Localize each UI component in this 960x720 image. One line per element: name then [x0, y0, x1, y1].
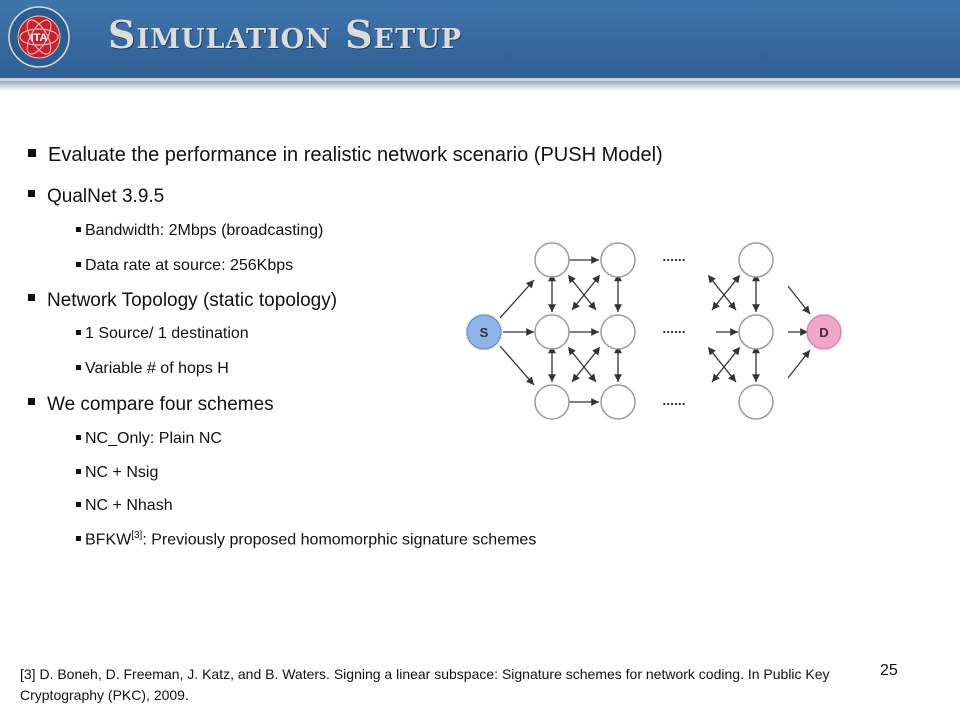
ellipsis-label: ...... [662, 392, 685, 408]
destination-label: D [819, 325, 828, 340]
square-bullet-icon [76, 536, 81, 542]
network-node [738, 384, 774, 420]
bullet-item: Data rate at source: 256Kbps [76, 257, 293, 275]
bullet-item: NC_Only: Plain NC [76, 430, 222, 448]
bullet-item: Variable # of hops H [76, 360, 229, 378]
bullet-item: Bandwidth: 2Mbps (broadcasting) [76, 222, 323, 240]
square-bullet-icon [76, 227, 81, 232]
square-bullet-icon [76, 502, 81, 507]
square-bullet-icon [76, 262, 81, 267]
network-node [600, 384, 636, 420]
bullet-item: Evaluate the performance in realistic ne… [28, 144, 663, 167]
title-bar-shadow [0, 81, 960, 91]
source-node [466, 314, 502, 350]
bullet-item: Network Topology (static topology) [28, 290, 337, 312]
bullet-item: 1 Source/ 1 destination [76, 325, 249, 343]
network-node [534, 314, 570, 350]
source-label: S [480, 325, 489, 340]
square-bullet-icon [28, 149, 36, 157]
title-bar: ITA Simulation Setup [0, 0, 960, 81]
ita-logo-icon: ITA [8, 6, 70, 68]
ellipsis-label: ...... [662, 248, 685, 264]
bullet-item: BFKW[3]: Previously proposed homomorphic… [76, 530, 536, 549]
square-bullet-icon [76, 469, 81, 474]
svg-text:ITA: ITA [31, 32, 48, 44]
bullet-item: We compare four schemes [28, 394, 274, 416]
bullet-item: QualNet 3.9.5 [28, 186, 164, 208]
bullet-item: NC + Nsig [76, 464, 158, 482]
network-node [534, 242, 570, 278]
destination-diagram: D [788, 285, 842, 379]
topology-edges [499, 256, 760, 406]
square-bullet-icon [76, 330, 81, 335]
page-number: 25 [880, 662, 898, 679]
square-bullet-icon [28, 190, 35, 198]
slide-title: Simulation Setup [108, 12, 463, 57]
network-node [738, 314, 774, 350]
bullet-item: NC + Nhash [76, 497, 173, 515]
footnote-reference: [3] D. Boneh, D. Freeman, J. Katz, and B… [20, 666, 830, 703]
square-bullet-icon [28, 398, 35, 406]
destination-node [806, 314, 842, 350]
network-topology-diagram: S ...... ...... ...... [466, 242, 774, 420]
square-bullet-icon [76, 365, 81, 370]
square-bullet-icon [76, 435, 81, 440]
network-node [600, 242, 636, 278]
ellipsis-label: ...... [662, 320, 685, 336]
network-node [534, 384, 570, 420]
network-node [600, 314, 636, 350]
network-node [738, 242, 774, 278]
square-bullet-icon [28, 294, 35, 302]
